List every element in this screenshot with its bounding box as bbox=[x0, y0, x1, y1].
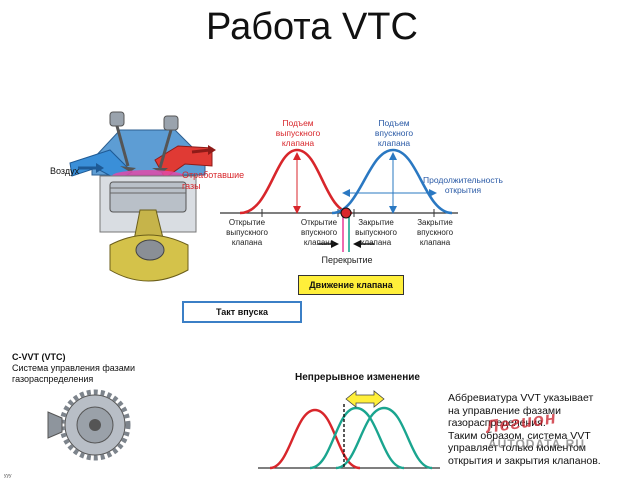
engine-illustration bbox=[69, 111, 216, 282]
continuous-intake-curve-2 bbox=[335, 406, 433, 470]
exhaust-valve-icon bbox=[152, 115, 179, 173]
intake-open-label: Открытие впускного клапана bbox=[300, 218, 338, 247]
continuous-change-chart bbox=[258, 390, 440, 470]
page-title: Работа VTC bbox=[206, 6, 418, 48]
continuous-intake-curve-1 bbox=[309, 406, 405, 470]
duration-label: Продолжительность открытия bbox=[423, 175, 503, 195]
corner-text: yyy bbox=[4, 473, 12, 479]
intake-close-label: Закрытие впускного клапана bbox=[416, 218, 454, 247]
valve-motion-box: Движение клапана bbox=[298, 275, 404, 295]
exhaust-open-label: Открытие выпускного клапана bbox=[226, 218, 268, 247]
exhaust-gas-label: Отработавшие газы bbox=[182, 170, 245, 191]
cvvt-gear-icon bbox=[47, 389, 131, 461]
valve-lift-chart bbox=[220, 148, 458, 252]
cvvt-description: Система управления фазами газораспределе… bbox=[12, 363, 135, 384]
overlap-point bbox=[340, 207, 352, 219]
vvt-explanation-text: Аббревиатура VVT указывает на управление… bbox=[448, 392, 601, 467]
exhaust-lift-label: Подъем выпускного клапана bbox=[275, 118, 321, 148]
piston-icon bbox=[109, 181, 187, 213]
intake-valve-icon bbox=[109, 111, 136, 172]
exhaust-arrow-icon bbox=[191, 148, 211, 154]
exhaust-close-label: Закрытие выпускного клапана bbox=[355, 218, 397, 247]
watermark-site: AUTODATA.RU bbox=[488, 437, 585, 451]
exhaust-lift-curve bbox=[239, 148, 353, 215]
cvvt-title: C-VVT (VTC) bbox=[12, 352, 66, 362]
intake-lift-label: Подъем впускного клапана bbox=[374, 118, 414, 148]
continuous-change-title: Непрерывное изменение bbox=[295, 372, 420, 383]
overlap-label: Перекрытие bbox=[321, 255, 373, 265]
shift-double-arrow-icon bbox=[345, 390, 385, 408]
air-label: Воздух bbox=[50, 166, 80, 176]
intake-stroke-box: Такт впуска bbox=[182, 301, 302, 323]
intake-lift-curve bbox=[331, 148, 453, 215]
continuous-exhaust-curve bbox=[269, 408, 361, 470]
